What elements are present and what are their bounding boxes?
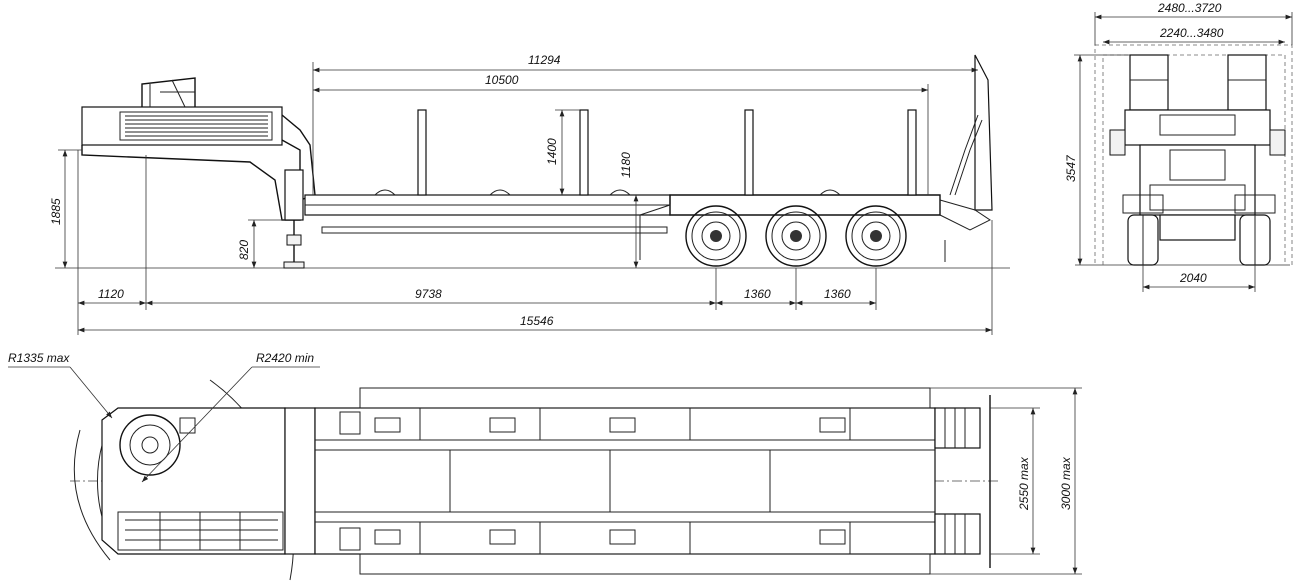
dim-axle-spacing-2: 1360 (824, 287, 851, 301)
dim-outer-width: 2480...3720 (1157, 1, 1222, 15)
dim-turn-radius: R2420 min (256, 351, 314, 365)
side-view: 11294 10500 1400 1180 1885 820 1120 973 (49, 53, 1010, 335)
dim-deck-height: 1180 (619, 152, 633, 178)
dim-support-leg: 820 (237, 240, 251, 260)
dim-track-width: 2040 (1179, 271, 1207, 285)
dim-width-1: 2550 max (1017, 456, 1031, 511)
dim-platform-length: 10500 (485, 73, 519, 87)
top-view: R1335 max R2420 min 2550 max 3000 max (8, 351, 1082, 581)
dim-front-overhang: 1120 (98, 287, 124, 301)
dim-stake-height: 1400 (545, 138, 559, 165)
dim-width-2: 3000 max (1059, 456, 1073, 510)
dim-deck-length: 11294 (528, 53, 561, 67)
dim-kingpin-to-axle: 9738 (415, 287, 442, 301)
dim-overall-length: 15546 (520, 314, 554, 328)
dim-front-radius: R1335 max (8, 351, 70, 365)
dim-axle-spacing-1: 1360 (744, 287, 771, 301)
rear-view: 2480...3720 2240...3480 3547 2040 (1064, 1, 1293, 292)
dim-fifth-wheel-height: 1885 (49, 198, 63, 225)
dim-height: 3547 (1064, 154, 1078, 182)
dim-inner-width: 2240...3480 (1159, 26, 1224, 40)
